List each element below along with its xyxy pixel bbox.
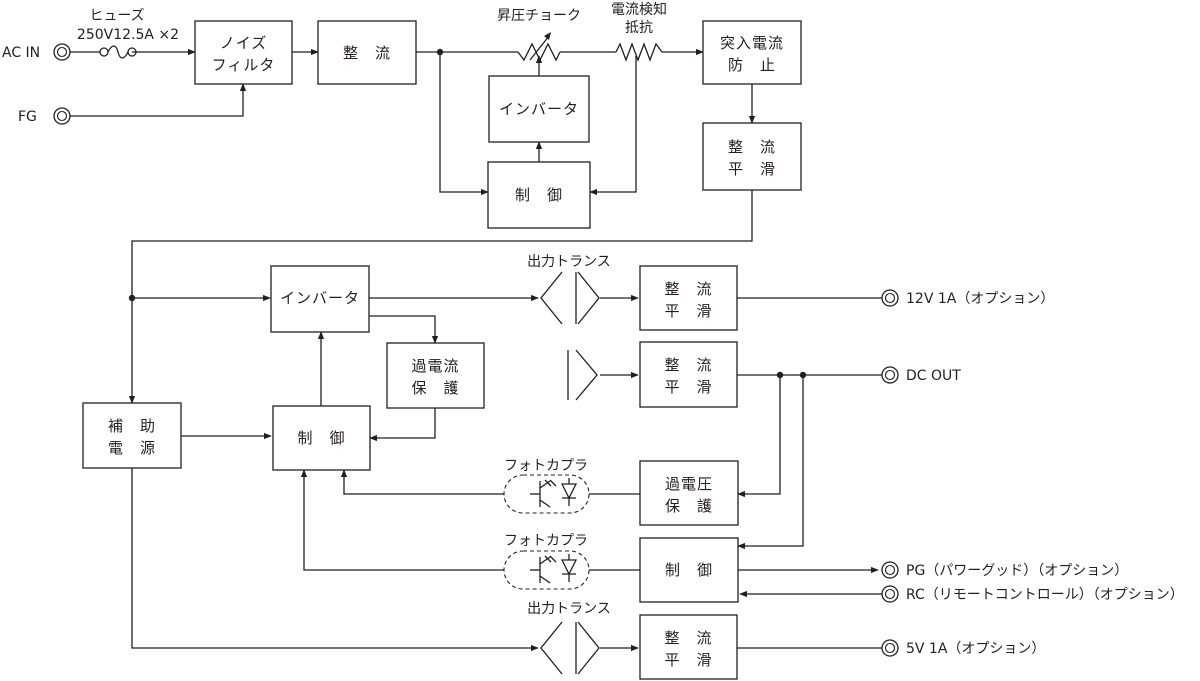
wire-node-control bbox=[439, 52, 489, 196]
photocoupler-label: フォトカプラ bbox=[504, 458, 588, 474]
block-label: インバータ bbox=[499, 100, 579, 118]
block-label: 電 源 bbox=[108, 439, 156, 457]
block-label: ノイズ bbox=[220, 34, 268, 52]
block-label: フィルタ bbox=[212, 56, 276, 74]
block-label: 整 流 bbox=[664, 356, 712, 374]
photocoupler-1-symbol bbox=[503, 474, 590, 514]
wire-pc2-control bbox=[300, 469, 504, 571]
wire-pc1-control bbox=[340, 469, 504, 495]
current-sense-resistor-label: 抵抗 bbox=[625, 20, 653, 36]
junction-dot bbox=[799, 371, 807, 379]
block-label: 整 流 bbox=[664, 629, 712, 647]
block-overcurrent-protection: 過電流 保 護 bbox=[386, 342, 485, 409]
wire-dc-overvoltage bbox=[737, 375, 781, 498]
fuse-symbol bbox=[99, 45, 137, 59]
block-inverter-top: インバータ bbox=[488, 75, 590, 143]
terminal-dc-out bbox=[881, 366, 899, 384]
terminal-rc bbox=[881, 585, 899, 603]
terminal-pg bbox=[881, 561, 899, 579]
terminal-fg bbox=[53, 107, 71, 125]
output-transformer-1-symbol bbox=[540, 271, 600, 325]
output-dc-out-label: DC OUT bbox=[906, 368, 961, 384]
junction-dots bbox=[128, 48, 807, 379]
wire-aux-trans2 bbox=[131, 468, 539, 652]
output-pg-label: PG（パワーグッド）（オプション） bbox=[906, 563, 1128, 579]
block-label: 防 止 bbox=[728, 56, 776, 74]
junction-dot bbox=[128, 294, 136, 302]
block-label: 整 流 bbox=[728, 138, 776, 156]
terminal-ac-in bbox=[53, 43, 71, 61]
block-label: 平 滑 bbox=[664, 378, 712, 396]
output-transformer-label: 出力トランス bbox=[527, 601, 611, 617]
block-rect-smooth-top: 整 流 平 滑 bbox=[702, 122, 802, 191]
block-rect-smooth-dc: 整 流 平 滑 bbox=[639, 341, 738, 408]
wire-inverter-overcurrent bbox=[369, 315, 439, 344]
fg-label: FG bbox=[18, 109, 37, 125]
junction-dot bbox=[436, 48, 444, 56]
output-5v-label: 5V 1A（オプション） bbox=[906, 641, 1045, 657]
photocoupler-label: フォトカプラ bbox=[504, 533, 588, 549]
output-12v-label: 12V 1A（オプション） bbox=[906, 291, 1054, 307]
ac-in-label: AC IN bbox=[2, 45, 40, 61]
wire-sense-control bbox=[589, 56, 637, 196]
dc-transformer-winding-symbol bbox=[567, 349, 598, 401]
block-label: 平 滑 bbox=[664, 302, 712, 320]
block-control-output: 制 御 bbox=[639, 537, 739, 603]
fuse-rating-label: 250V12.5A ×2 bbox=[77, 27, 179, 43]
wire-fg-filter bbox=[70, 83, 247, 117]
block-aux-power: 補 助 電 源 bbox=[82, 402, 182, 469]
block-noise-filter: ノイズ フィルタ bbox=[194, 20, 293, 85]
boost-choke-label: 昇圧チョーク bbox=[497, 8, 581, 24]
wire-rectsmooth-bus bbox=[128, 190, 753, 404]
output-transformer-label: 出力トランス bbox=[527, 254, 611, 270]
block-control-main: 制 御 bbox=[272, 405, 371, 471]
output-rc-label: RC（リモートコントロール）（オプション） bbox=[906, 587, 1184, 603]
block-label: 制 御 bbox=[515, 186, 563, 204]
block-label: 平 滑 bbox=[664, 651, 712, 669]
block-rectifier: 整 流 bbox=[317, 20, 417, 85]
wire-overcurrent-control bbox=[369, 408, 436, 442]
block-rect-smooth-5v: 整 流 平 滑 bbox=[639, 614, 738, 680]
photocoupler-2-symbol bbox=[503, 550, 590, 590]
block-label: 突入電流 bbox=[720, 34, 784, 52]
wire-dc-controlout bbox=[737, 375, 804, 550]
terminal-5v bbox=[881, 639, 899, 657]
junction-dot bbox=[776, 371, 784, 379]
fuse-label: ヒューズ bbox=[89, 8, 144, 24]
block-label: 整 流 bbox=[343, 44, 391, 62]
block-label: 過電圧 bbox=[665, 475, 713, 493]
block-label: 補 助 bbox=[108, 417, 156, 435]
terminal-12v bbox=[881, 289, 899, 307]
block-label: 保 護 bbox=[411, 379, 459, 397]
block-label: インバータ bbox=[280, 289, 360, 307]
block-inrush-prevention: 突入電流 防 止 bbox=[702, 20, 802, 85]
block-control-top: 制 御 bbox=[487, 161, 591, 229]
wiring bbox=[70, 48, 882, 652]
block-label: 制 御 bbox=[665, 561, 713, 579]
block-label: 整 流 bbox=[664, 280, 712, 298]
block-rect-smooth-12v: 整 流 平 滑 bbox=[639, 265, 738, 331]
block-label: 平 滑 bbox=[728, 160, 776, 178]
current-sense-label: 電流検知 bbox=[611, 1, 667, 18]
block-label: 制 御 bbox=[297, 429, 345, 447]
boost-choke-symbol bbox=[517, 32, 561, 62]
block-overvoltage-protection: 過電圧 保 護 bbox=[639, 460, 739, 526]
block-label: 過電流 bbox=[411, 357, 459, 375]
block-label: 保 護 bbox=[665, 497, 713, 515]
current-sense-resistor-symbol bbox=[615, 42, 663, 62]
block-inverter-main: インバータ bbox=[270, 265, 370, 333]
output-transformer-2-symbol bbox=[540, 621, 600, 675]
